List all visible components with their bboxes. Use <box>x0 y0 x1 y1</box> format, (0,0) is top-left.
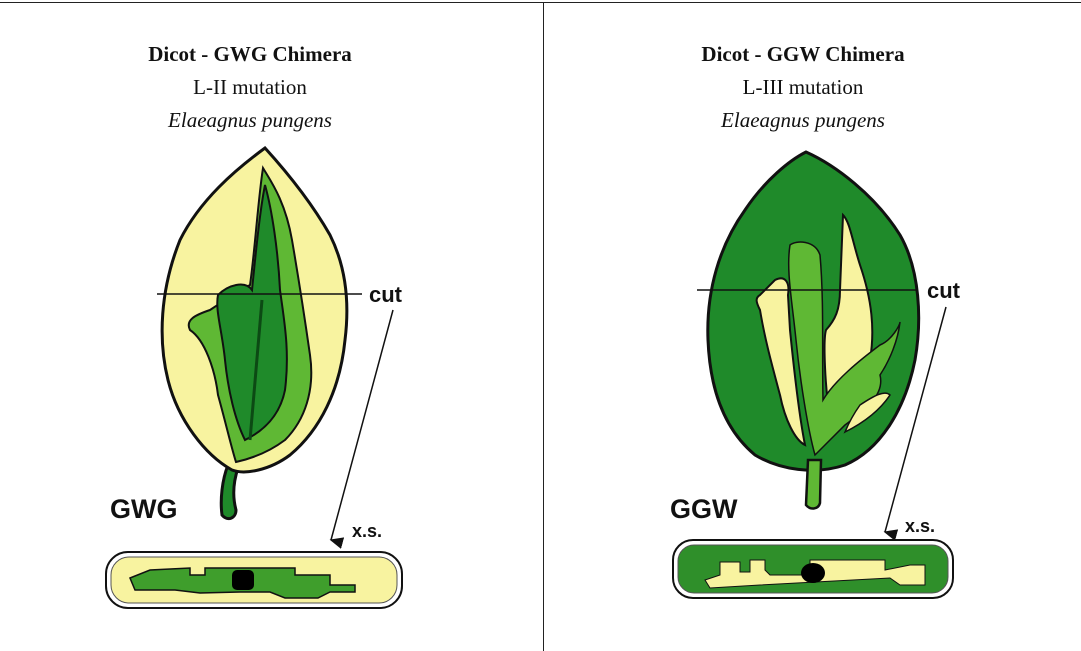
ggw-cut-label: cut <box>927 278 961 303</box>
left-mutation: L-II mutation <box>193 75 307 99</box>
ggw-cross-section <box>672 539 954 599</box>
ggw-light-green-band <box>787 241 901 457</box>
gwg-dark-green-core <box>216 184 288 442</box>
gwg-leaf <box>160 145 349 521</box>
ggw-stem <box>804 458 823 510</box>
ggw-arrow <box>883 306 947 541</box>
gwg-stem <box>219 463 240 521</box>
left-species: Elaeagnus pungens <box>168 108 332 132</box>
gwg-vascular-bundle <box>232 570 254 590</box>
panel-divider <box>543 2 544 651</box>
ggw-pale-lower <box>843 392 891 434</box>
right-mutation: L-III mutation <box>742 75 864 99</box>
ggw-chimera-label: GGW <box>670 494 738 524</box>
gwg-chimera-label: GWG <box>110 494 178 524</box>
right-species: Elaeagnus pungens <box>721 108 885 132</box>
frame-border <box>0 2 1081 3</box>
gwg-midrib <box>248 299 264 441</box>
gwg-cut-label: cut <box>369 282 403 307</box>
gwg-arrow <box>329 309 394 549</box>
right-title: Dicot - GGW Chimera <box>701 42 905 66</box>
ggw-leaf <box>706 150 921 510</box>
gwg-cross-section <box>105 551 403 609</box>
ggw-xs-label: x.s. <box>905 516 935 536</box>
gwg-xs-label: x.s. <box>352 521 382 541</box>
ggw-pale-region-left <box>755 277 807 447</box>
left-title: Dicot - GWG Chimera <box>148 42 352 66</box>
ggw-vascular-bundle <box>801 563 825 583</box>
